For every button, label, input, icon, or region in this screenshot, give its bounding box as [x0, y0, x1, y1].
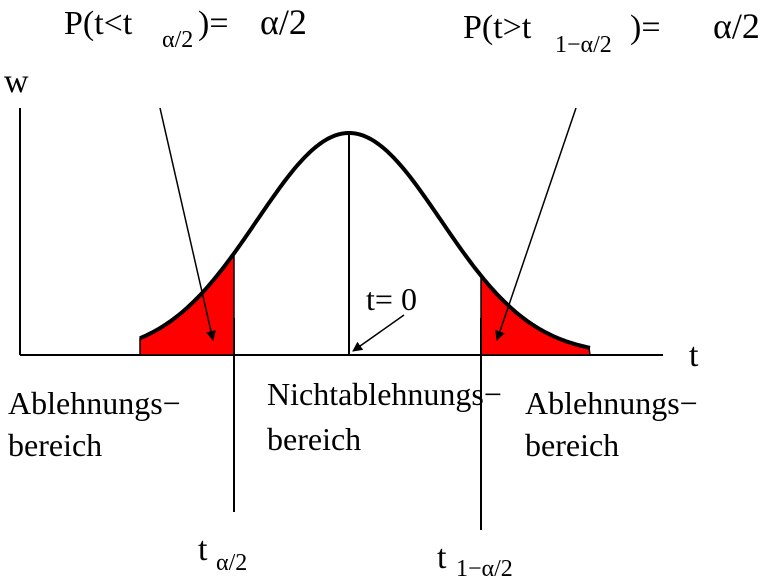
right-critical-value-base: t — [437, 539, 447, 576]
left-formula-close: )= — [198, 5, 229, 42]
right-critical-value-sub: 1−α/2 — [456, 556, 513, 578]
left-formula-lhs: P(t<t — [64, 5, 133, 42]
right-formula-rhs: α/2 — [713, 6, 760, 46]
left-rejection-area — [139, 251, 235, 356]
left-probability-formula: P(t<t α/2 )= α/2 — [64, 2, 307, 53]
density-curve — [139, 131, 591, 350]
left-region-label-line2: bereich — [8, 427, 102, 463]
svg-text:P(t<t: P(t<t — [64, 5, 133, 42]
left-formula-arrow — [159, 107, 216, 341]
right-formula-arrow — [495, 107, 577, 341]
center-t-zero-label: t= 0 — [366, 281, 417, 317]
left-critical-value-base: t — [198, 531, 208, 568]
center-label-arrow — [352, 314, 405, 352]
left-formula-rhs: α/2 — [260, 2, 307, 42]
acceptance-region-label-line1: Nichtablehnungs− — [267, 376, 502, 412]
right-probability-formula: P(t>t 1−α/2 )= α/2 — [463, 6, 760, 58]
right-formula-close: )= — [630, 9, 661, 46]
left-region-label-line1: Ablehnungs− — [8, 385, 181, 421]
left-formula-subscript: α/2 — [162, 27, 193, 53]
right-formula-lhs: P(t>t — [463, 9, 532, 46]
left-critical-value-sub: α/2 — [216, 550, 247, 576]
acceptance-region-label-line2: bereich — [267, 421, 361, 457]
right-region-label-line1: Ablehnungs− — [525, 385, 698, 421]
x-axis-label: t — [689, 337, 699, 374]
right-region-label-line2: bereich — [525, 427, 619, 463]
y-axis-label: w — [4, 63, 29, 100]
right-formula-subscript: 1−α/2 — [555, 32, 612, 58]
